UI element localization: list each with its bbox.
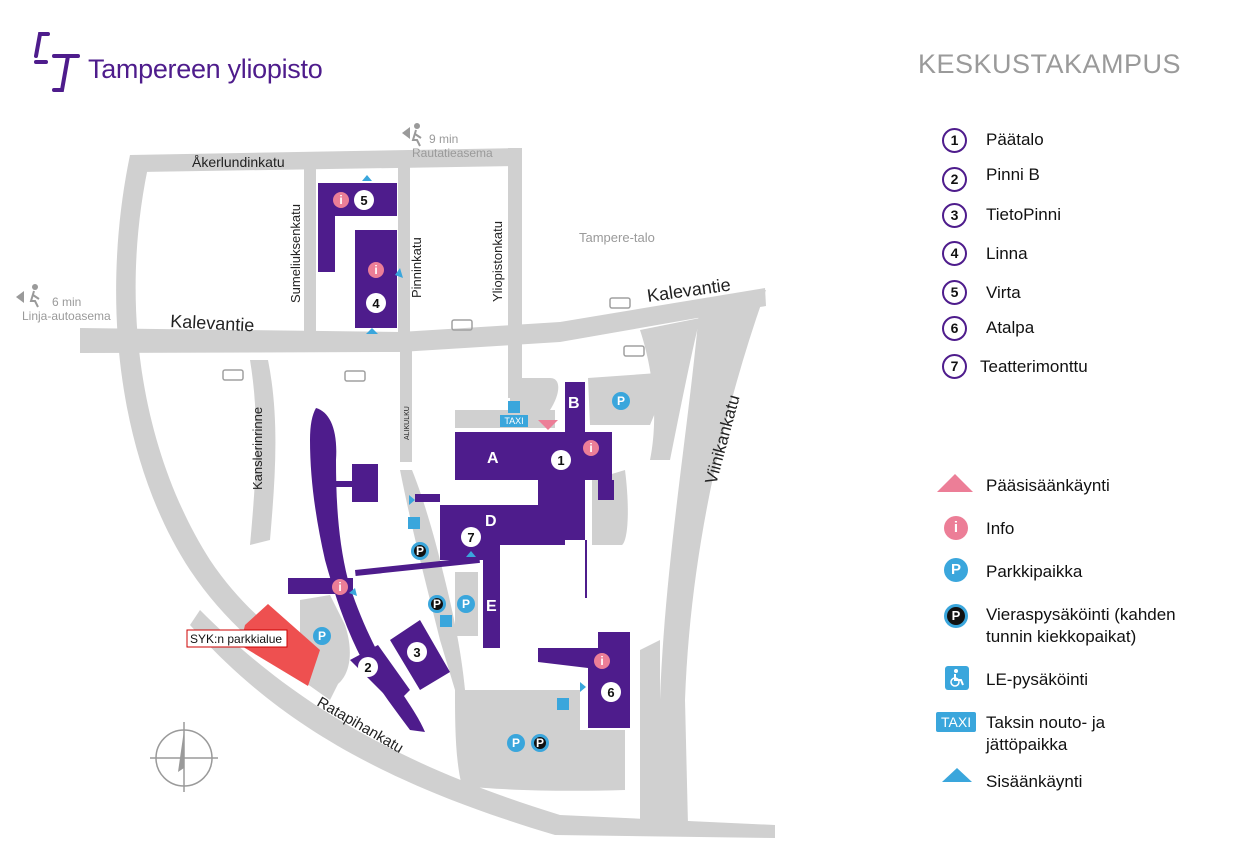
wheelchair-legend-icon	[945, 666, 969, 690]
info-markers: i i i i i	[332, 192, 610, 669]
place-rautatieasema: Rautatieasema	[412, 146, 493, 160]
place-rautatieasema-time: 9 min	[429, 132, 458, 146]
street-sumeliuksenkatu: Sumeliuksenkatu	[288, 204, 303, 303]
wing-e: E	[486, 598, 497, 615]
walking-person-icon	[16, 123, 422, 308]
main-entrance-legend-icon	[937, 474, 973, 492]
svg-text:i: i	[589, 441, 592, 455]
place-linja-autoasema: Linja-autoasema	[22, 309, 111, 323]
taxi-marker	[500, 415, 528, 427]
marker-4: 4	[372, 296, 380, 311]
legend-name-5: Virta	[986, 283, 1021, 302]
place-labels: Tampere-talo 9 min Rautatieasema 6 min L…	[22, 132, 655, 323]
svg-text:i: i	[338, 580, 341, 594]
legend-name-7: Teatterimonttu	[980, 357, 1088, 376]
legend-main-entrance: Pääsisäänkäynti	[986, 476, 1110, 495]
wheelchair-icon	[408, 401, 569, 710]
compass-icon	[150, 722, 218, 792]
legend-num-1: 1	[942, 128, 967, 153]
svg-text:i: i	[600, 654, 603, 668]
svg-text:i: i	[374, 263, 377, 277]
legend-entrance: Sisäänkäynti	[986, 772, 1083, 791]
marker-2: 2	[364, 660, 371, 675]
legend-info: Info	[986, 519, 1015, 538]
legend-num-3: 3	[942, 203, 967, 228]
legend-num-4: 4	[942, 241, 967, 266]
parking-markers: P P P P P P P	[313, 392, 630, 752]
legend-name-2: Pinni B	[986, 165, 1040, 184]
syk-label-box	[186, 629, 288, 648]
svg-text:P: P	[536, 736, 544, 750]
wing-a: A	[487, 450, 499, 467]
street-kanslerinrinne: Kanslerinrinne	[250, 407, 265, 490]
legend-num-6: 6	[942, 316, 967, 341]
building-markers: 1 2 3 4 5 6 7	[354, 190, 621, 702]
street-yliopistonkatu: Yliopistonkatu	[490, 221, 505, 302]
svg-text:P: P	[416, 544, 424, 558]
legend-parking: Parkkipaikka	[986, 562, 1083, 581]
svg-text:P: P	[462, 597, 470, 611]
wing-c: C	[570, 564, 582, 581]
place-tampere-talo: Tampere-talo	[579, 230, 655, 245]
legend-num-7: 7	[942, 354, 967, 379]
logo-text: Tampereen yliopisto	[88, 54, 323, 84]
info-icon: i	[944, 516, 968, 540]
legend-num-5: 5	[942, 280, 967, 305]
legend-num-2: 2	[942, 167, 967, 192]
svg-text:P: P	[512, 736, 520, 750]
parking-icon: P	[944, 558, 968, 582]
entrance-markers	[349, 175, 586, 692]
svg-text:i: i	[339, 193, 342, 207]
taxi-legend-badge: TAXI	[936, 712, 977, 732]
campus-title: KESKUSTAKAMPUS	[918, 49, 1182, 79]
street-akerlundinkatu: Åkerlundinkatu	[192, 154, 285, 170]
svg-text:P: P	[617, 394, 625, 408]
street-pinninkatu: Pinninkatu	[409, 237, 424, 298]
street-alikulku: ALIKULKU	[404, 406, 411, 440]
wing-labels: A B C D E	[485, 395, 582, 615]
bus-icon	[222, 297, 645, 382]
marker-3: 3	[413, 645, 420, 660]
roads	[80, 148, 775, 838]
legend-taxi-2: jättöpaikka	[986, 735, 1068, 754]
wing-b: B	[568, 395, 580, 412]
legend-accessible-parking: LE-pysäköinti	[986, 670, 1089, 689]
wing-d: D	[485, 513, 497, 530]
svg-text:TAXI: TAXI	[504, 416, 523, 426]
legend-name-6: Atalpa	[986, 318, 1035, 337]
marker-6: 6	[607, 685, 614, 700]
legend-visitor-parking-1: Vieraspysäköinti (kahden	[986, 605, 1176, 624]
main-entrance-marker	[538, 420, 558, 430]
legend-name-3: TietoPinni	[986, 205, 1061, 224]
marker-1: 1	[557, 453, 564, 468]
syk-label: SYK:n parkkialue	[190, 632, 282, 646]
marker-7: 7	[467, 530, 474, 545]
visitor-parking-glyph: P	[947, 607, 965, 625]
legend-name-4: Linna	[986, 244, 1028, 263]
logo-mark-icon	[34, 32, 80, 92]
legend-name-1: Päätalo	[986, 130, 1044, 149]
entrance-legend-icon	[942, 768, 972, 782]
legend-visitor-parking-2: tunnin kiekkopaikat)	[986, 627, 1137, 646]
street-kalevantie-left: Kalevantie	[170, 311, 255, 335]
place-linja-autoasema-time: 6 min	[52, 295, 81, 309]
legend-taxi-1: Taksin nouto- ja	[986, 713, 1106, 732]
marker-5: 5	[360, 193, 367, 208]
svg-text:P: P	[318, 629, 326, 643]
svg-text:P: P	[433, 597, 441, 611]
visitor-parking-icon: P	[944, 604, 968, 628]
